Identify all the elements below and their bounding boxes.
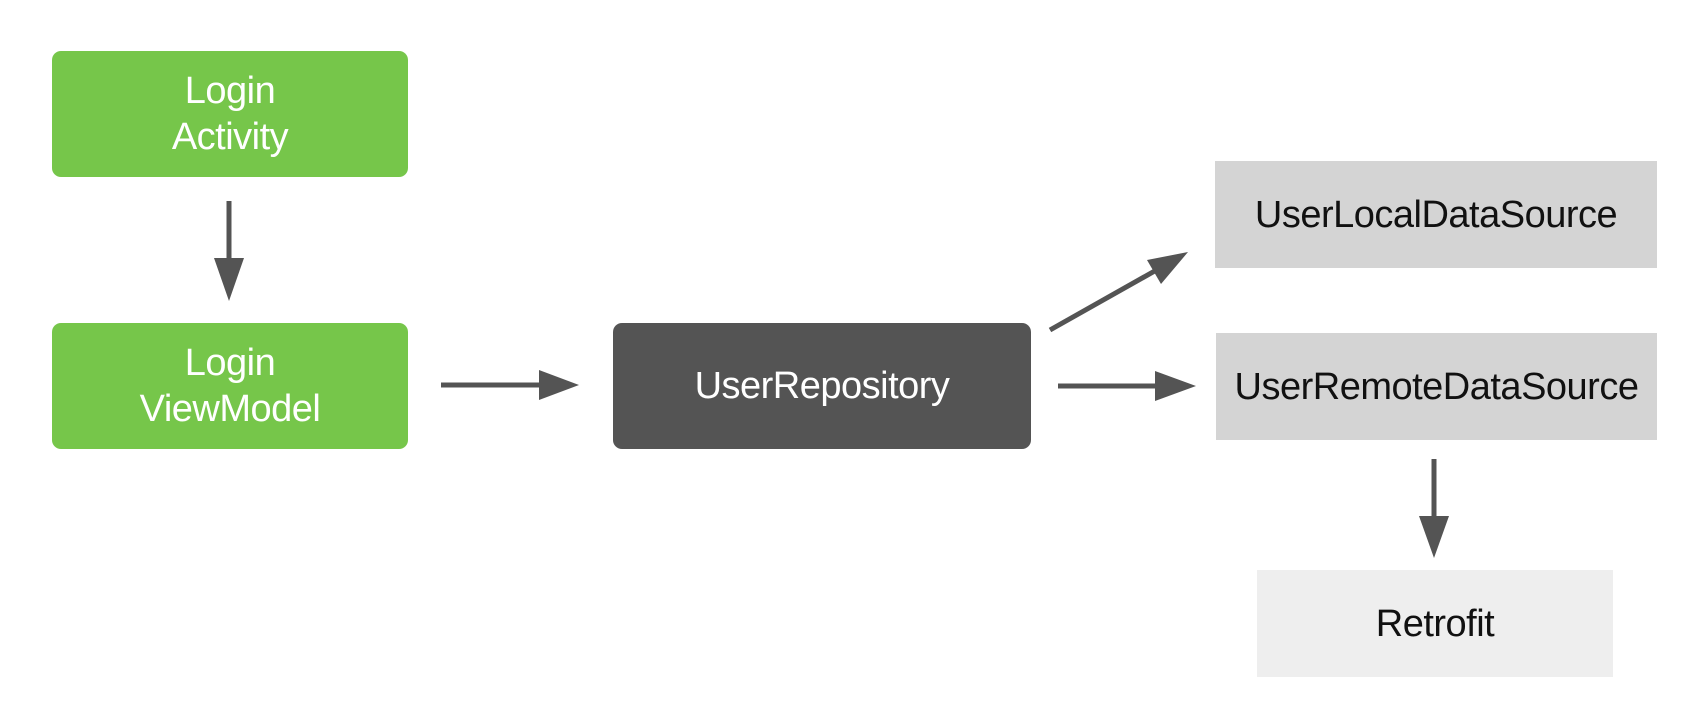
user-remote-data-source-node: UserRemoteDataSource	[1216, 333, 1657, 440]
edge-activity-to-viewmodel	[214, 201, 244, 301]
retrofit-label: Retrofit	[1375, 602, 1495, 645]
user-local-data-source-label: UserLocalDataSource	[1254, 193, 1618, 236]
edge-viewmodel-to-repository	[441, 370, 579, 400]
retrofit-node: Retrofit	[1257, 570, 1613, 677]
edge-repository-to-local	[1048, 252, 1188, 333]
user-repository-label: UserRepository	[694, 365, 950, 407]
edge-repository-to-remote	[1058, 371, 1196, 401]
login-activity-node: Login Activity	[52, 51, 408, 177]
login-viewmodel-node: Login ViewModel	[52, 323, 408, 449]
user-repository-node: UserRepository	[613, 323, 1031, 449]
login-activity-label-line-1: Login	[184, 70, 276, 112]
edge-remote-to-retrofit	[1419, 459, 1449, 558]
login-viewmodel-label-line-2: ViewModel	[139, 388, 321, 430]
login-activity-label-line-2: Activity	[171, 116, 289, 158]
user-remote-data-source-label: UserRemoteDataSource	[1234, 365, 1639, 408]
login-viewmodel-label-line-1: Login	[184, 342, 276, 384]
user-local-data-source-node: UserLocalDataSource	[1215, 161, 1657, 268]
